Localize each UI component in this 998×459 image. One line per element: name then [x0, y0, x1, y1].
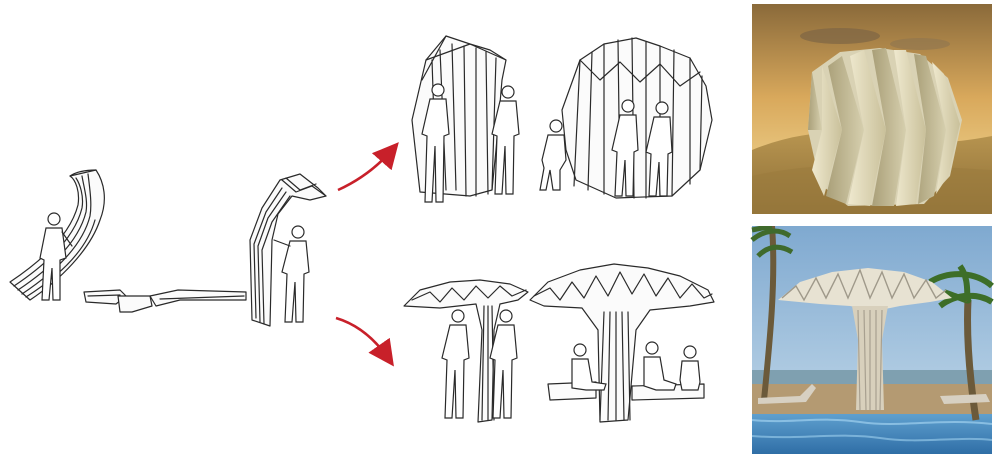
pavilion-render — [808, 48, 962, 206]
tent-render-photo — [752, 4, 992, 214]
tent-configuration — [412, 36, 712, 202]
folded-column-sketch — [250, 174, 326, 326]
flat-to-folding-sequence — [10, 170, 326, 326]
umbrella-configuration — [404, 264, 714, 422]
tent-assembly-sketch — [412, 36, 519, 202]
arrow-to-tent — [338, 150, 392, 190]
tent-complete-sketch — [540, 38, 712, 198]
umbrella-complete-sketch — [530, 264, 714, 422]
flat-pieces-sketch — [84, 290, 246, 312]
umbrella-render-photo — [752, 226, 992, 454]
umbrella-assembly-sketch — [404, 280, 528, 422]
arrow-to-umbrella — [336, 318, 388, 358]
